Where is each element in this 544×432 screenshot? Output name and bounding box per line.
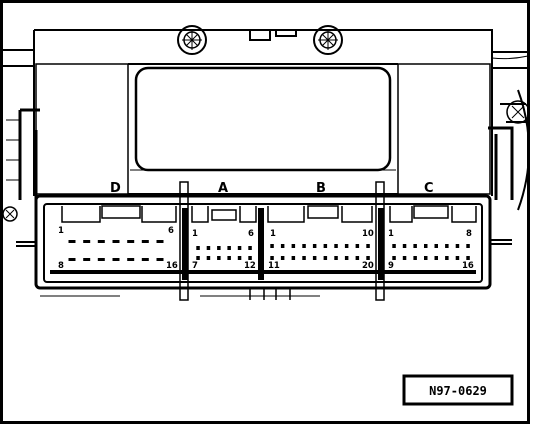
pin-contact — [248, 256, 252, 260]
pin-contact — [424, 256, 428, 260]
pin-contact — [392, 256, 396, 260]
pin-contact — [83, 240, 91, 243]
connector-label-d: D — [110, 181, 121, 196]
pin-contact — [434, 256, 438, 260]
pin-contact — [402, 244, 407, 248]
pin-label-d-bottom-right: 16 — [166, 261, 178, 271]
pin-contact — [402, 256, 407, 260]
pin-contact — [196, 256, 200, 260]
pin-contact — [280, 244, 285, 248]
pin-contact — [355, 244, 360, 248]
reference-box — [402, 374, 514, 406]
pin-label-d-top-right: 6 — [168, 226, 174, 236]
pin-contact — [366, 244, 370, 248]
pin-contact — [237, 256, 242, 260]
pin-label-c-bottom-right: 16 — [462, 261, 474, 271]
pin-contact — [280, 256, 285, 260]
pin-contact — [97, 258, 105, 261]
pin-label-c-top-left: 1 — [388, 229, 394, 239]
pin-contact — [392, 244, 396, 248]
pin-label-a-top-left: 1 — [192, 229, 198, 239]
pin-contact — [466, 256, 470, 260]
pin-label-b-top-left: 1 — [270, 229, 276, 239]
pin-contact — [302, 244, 306, 248]
pin-contact — [291, 256, 296, 260]
pin-contact — [141, 240, 149, 243]
pin-label-c-top-right: 8 — [466, 229, 472, 239]
pin-contact — [455, 244, 460, 248]
pin-contact — [112, 240, 120, 243]
pin-contact — [355, 256, 360, 260]
pin-contact — [413, 244, 417, 248]
pin-contact — [366, 256, 370, 260]
pin-contact — [141, 258, 149, 261]
pin-contact — [68, 240, 76, 243]
upper-housing — [0, 29, 530, 211]
pin-contact — [227, 246, 231, 250]
pin-contact — [156, 258, 164, 261]
outer-border — [0, 0, 530, 424]
connector-label-c: C — [424, 181, 434, 196]
pin-contact — [206, 246, 211, 250]
pin-contact — [344, 244, 349, 248]
pin-contact — [270, 244, 274, 248]
pin-contact — [424, 244, 428, 248]
pin-contact — [334, 244, 338, 248]
pin-contact — [248, 246, 252, 250]
pin-contact — [323, 256, 328, 260]
pin-label-d-bottom-left: 8 — [58, 261, 64, 271]
reference-code: N97-0629 — [429, 384, 487, 398]
pin-contact — [217, 256, 221, 260]
pin-label-b-bottom-right: 20 — [362, 261, 374, 271]
pin-label-d-top-left: 1 — [58, 226, 64, 236]
pin-contact — [445, 244, 449, 248]
pin-contact — [312, 256, 317, 260]
pin-contact — [68, 258, 76, 261]
screw-far-left-icon — [2, 206, 18, 222]
pin-contact — [227, 256, 231, 260]
pin-label-b-bottom-left: 11 — [268, 261, 280, 271]
connector-label-b: B — [316, 181, 326, 196]
pin-contact — [83, 258, 91, 261]
pin-contact — [466, 244, 470, 248]
connector-label-a: A — [218, 181, 228, 196]
pin-contact — [413, 256, 417, 260]
pin-label-a-top-right: 6 — [248, 229, 254, 239]
screw-far-right-icon — [506, 100, 530, 124]
pin-contact — [112, 258, 120, 261]
pin-contact — [344, 256, 349, 260]
pin-label-c-bottom-left: 9 — [388, 261, 394, 271]
pin-grid — [68, 240, 470, 261]
pin-contact — [206, 256, 211, 260]
pin-contact — [217, 246, 221, 250]
pin-label-b-top-right: 10 — [362, 229, 374, 239]
connector-shell — [16, 181, 512, 301]
pin-contact — [156, 240, 164, 243]
pin-contact — [334, 256, 338, 260]
pin-contact — [127, 240, 135, 243]
pin-contact — [291, 244, 296, 248]
socket-latches — [61, 205, 477, 223]
pin-contact — [270, 256, 274, 260]
pin-contact — [127, 258, 135, 261]
pin-label-a-bottom-left: 7 — [192, 261, 198, 271]
pin-contact — [434, 244, 438, 248]
pin-contact — [312, 244, 317, 248]
pin-contact — [196, 246, 200, 250]
pin-contact — [323, 244, 328, 248]
pin-contact — [237, 246, 242, 250]
screw-left-icon — [177, 25, 207, 55]
pin-label-a-bottom-right: 12 — [244, 261, 256, 271]
screw-right-icon — [313, 25, 343, 55]
pin-contact — [302, 256, 306, 260]
pin-contact — [445, 256, 449, 260]
pin-contact — [455, 256, 460, 260]
pin-contact — [97, 240, 105, 243]
socket-dividers — [50, 208, 476, 280]
